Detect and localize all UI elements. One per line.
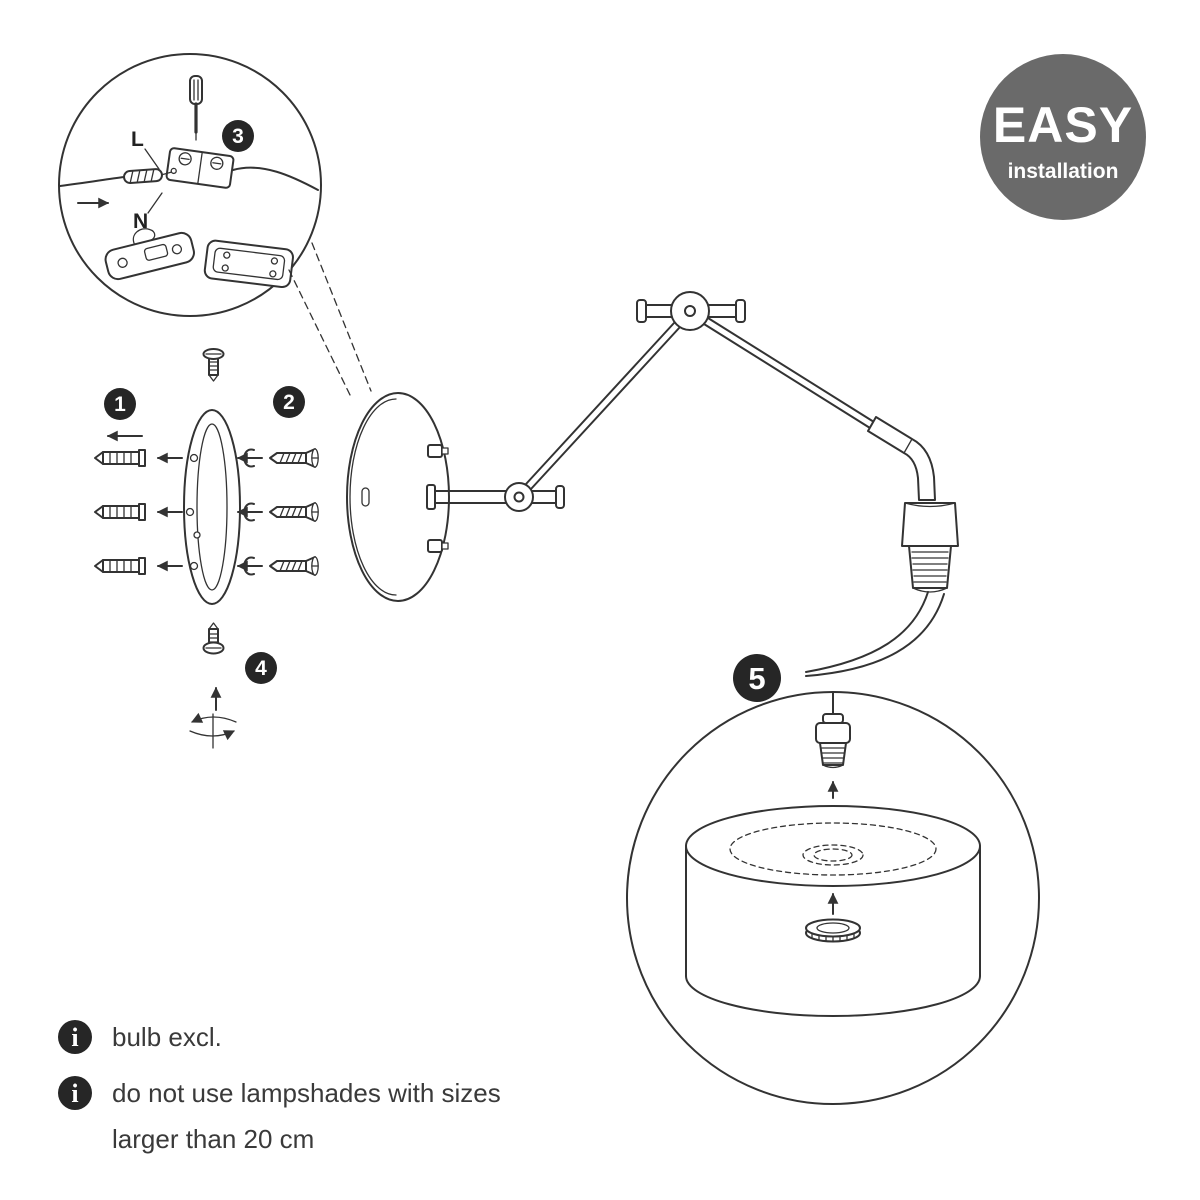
- arm-horizontal-bar: [426, 484, 565, 510]
- step-badge-5: 5: [733, 654, 781, 702]
- mounting-screw: [236, 448, 319, 468]
- step-2-number: 2: [283, 391, 295, 414]
- easy-installation-badge: EASY installation: [980, 54, 1146, 220]
- note-bulb-text: bulb excl.: [112, 1022, 222, 1052]
- plate-slot: [361, 487, 370, 507]
- leader-lines: [288, 242, 372, 398]
- wire-left: [59, 176, 125, 187]
- wall-anchor: [94, 449, 183, 467]
- swing-arm: [426, 291, 936, 512]
- lampshade: [685, 805, 981, 1017]
- plate-rim: [349, 398, 397, 596]
- easy-subtitle: installation: [1008, 160, 1119, 183]
- shade-detail: [626, 691, 1040, 1105]
- step-badge-1: 1: [104, 388, 136, 420]
- step-3-number: 3: [232, 125, 244, 148]
- magnifier-circle: [58, 53, 322, 317]
- bottom-screw: [202, 622, 225, 655]
- info-icon: i: [58, 1020, 92, 1054]
- live-label: L: [131, 128, 144, 151]
- neutral-pointer: [147, 192, 163, 214]
- live-pointer: [144, 148, 160, 170]
- step-badge-3: 3: [222, 120, 254, 152]
- bracket-left: [104, 228, 195, 281]
- wall-anchor: [94, 557, 183, 575]
- note-bulb: i bulb excl.: [58, 1020, 222, 1054]
- mounting-screw: [236, 502, 319, 522]
- mounting-ring: [183, 409, 241, 605]
- step-4-number: 4: [255, 657, 267, 680]
- wall-plate: [346, 392, 450, 602]
- step-5-number: 5: [748, 661, 765, 696]
- svg-text:i: i: [71, 1023, 78, 1052]
- note-shade-line2: larger than 20 cm: [112, 1124, 314, 1154]
- plate-knob-top: [427, 444, 449, 458]
- top-screw: [202, 348, 225, 382]
- arm-sleeve-elbow: [867, 416, 936, 501]
- neutral-label: N: [133, 210, 148, 233]
- wall-anchor: [94, 503, 183, 521]
- svg-text:i: i: [71, 1079, 78, 1108]
- pendant-socket: [815, 713, 851, 769]
- arm-elbow-joint: [670, 291, 710, 331]
- arm-lower: [703, 317, 875, 429]
- ring-nut: [805, 918, 861, 943]
- screwdriver-icon: [189, 75, 203, 141]
- arm-pivot: [504, 482, 534, 512]
- shade-fitting-dashed: [729, 822, 937, 876]
- bracket-right: [203, 239, 294, 289]
- terminal-block: [165, 147, 235, 189]
- notes: i bulb excl. i do not use lampshades wit…: [58, 1020, 501, 1154]
- info-icon: i: [58, 1076, 92, 1110]
- step-1-number: 1: [114, 393, 126, 416]
- mounting-hardware: 1 2: [94, 348, 319, 749]
- wire-ferrule: [123, 167, 177, 184]
- wiring-detail: L N 3: [58, 53, 322, 317]
- wire-right: [232, 166, 319, 191]
- arm-upper: [525, 322, 681, 490]
- mounting-screw: [236, 556, 319, 576]
- pointer-swoosh: [805, 591, 945, 677]
- step-badge-4: 4: [245, 652, 277, 684]
- easy-title: EASY: [993, 97, 1133, 153]
- plate-knob-bottom: [427, 539, 449, 553]
- step-badge-2: 2: [273, 386, 305, 418]
- lamp-socket: [901, 502, 959, 593]
- rotation-arrows: [189, 712, 237, 749]
- note-shade: i do not use lampshades with sizes large…: [58, 1076, 501, 1154]
- note-shade-line1: do not use lampshades with sizes: [112, 1078, 501, 1108]
